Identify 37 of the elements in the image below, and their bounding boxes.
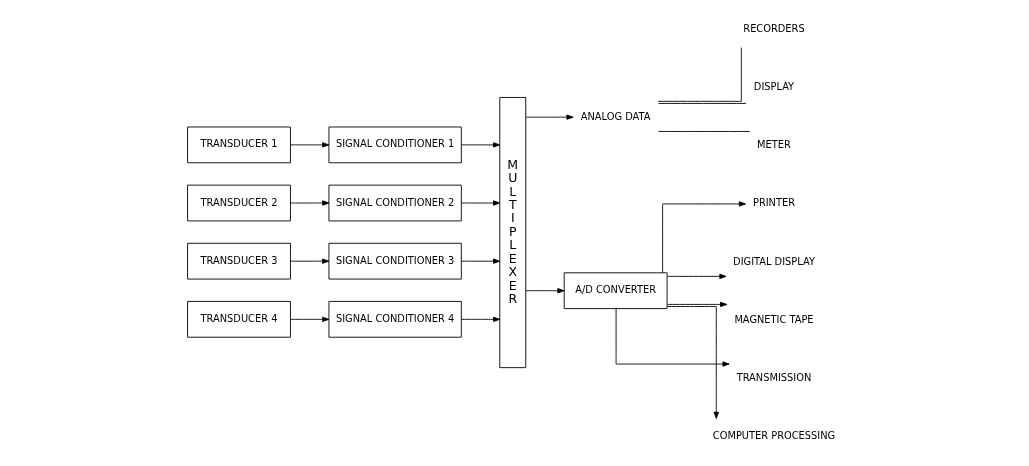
arrow: [289, 316, 329, 322]
node-box: TRANSDUCER 4: [186, 301, 291, 338]
node-box: SIGNAL CONDITIONER 2: [327, 184, 462, 222]
node-text: COMPUTER PROCESSING: [712, 430, 835, 442]
node-box: TRANSDUCER 1: [186, 126, 291, 164]
node-box: MULTIPLEXER: [498, 97, 526, 369]
node-box: SIGNAL CONDITIONER 3: [327, 242, 462, 280]
arrow: [460, 258, 500, 264]
arrow: [524, 114, 574, 120]
connector: [657, 47, 742, 102]
arrow: [289, 258, 329, 264]
node-text: RECORDERS: [742, 22, 805, 34]
node-text: TRANSMISSION: [736, 371, 811, 383]
node-text: PRINTER: [752, 197, 795, 209]
node-text: DIGITAL DISPLAY: [732, 255, 815, 267]
arrow: [666, 306, 719, 419]
node-box: TRANSDUCER 3: [186, 242, 291, 280]
node-box: A/D CONVERTER: [563, 272, 668, 310]
node-box: SIGNAL CONDITIONER 4: [327, 301, 462, 338]
arrow: [666, 273, 726, 280]
arrow: [615, 308, 730, 367]
node-text: ANALOG DATA: [580, 110, 650, 122]
arrow: [661, 201, 746, 274]
arrow: [460, 200, 500, 206]
node-text: MAGNETIC TAPE: [733, 313, 814, 325]
connector: [657, 131, 750, 132]
arrow: [460, 142, 500, 148]
connector: [657, 103, 746, 104]
arrow: [289, 142, 329, 148]
arrow: [460, 316, 500, 322]
node-text: DISPLAY: [753, 81, 794, 93]
arrow: [666, 301, 727, 308]
node-box: TRANSDUCER 2: [186, 184, 291, 222]
arrow: [289, 200, 329, 206]
arrow: [524, 288, 564, 294]
node-text: METER: [756, 139, 791, 151]
node-box: SIGNAL CONDITIONER 1: [327, 126, 462, 164]
